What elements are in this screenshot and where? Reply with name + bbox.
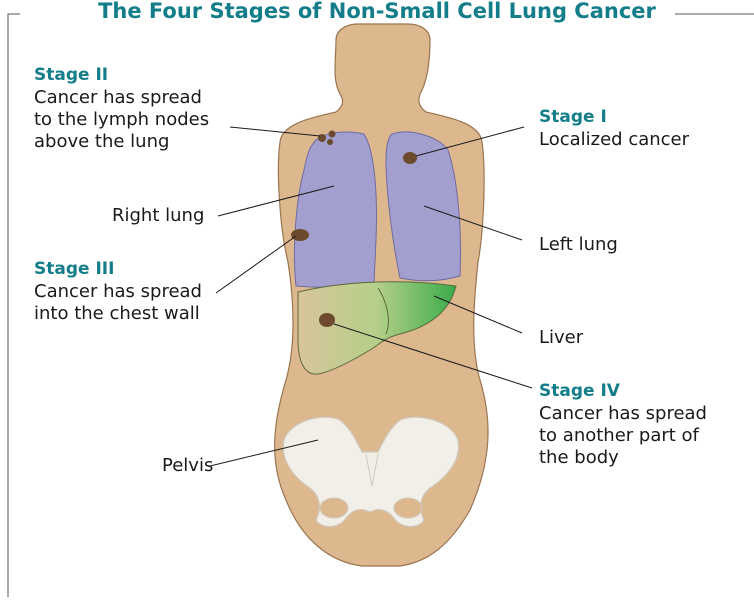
pelvis-right-foramen	[394, 498, 422, 518]
stage1-line1: Localized cancer	[539, 129, 689, 151]
tumor-stage2-a	[318, 134, 326, 142]
tumor-stage2-b	[329, 131, 336, 138]
leader-stage3	[216, 236, 296, 293]
stage4-heading: Stage IV	[539, 380, 620, 402]
stage2-heading: Stage II	[34, 64, 108, 86]
stage3-heading: Stage III	[34, 258, 114, 280]
diagram-title: The Four Stages of Non-Small Cell Lung C…	[0, 0, 754, 28]
right-lung-label: Right lung	[112, 205, 204, 227]
tumor-stage3	[291, 229, 309, 241]
tumor-stage2-c	[327, 139, 333, 145]
pelvis-label: Pelvis	[162, 455, 213, 477]
stage3-line1: Cancer has spread	[34, 281, 202, 303]
stage2-line1: Cancer has spread	[34, 87, 202, 109]
stage4-line1: Cancer has spread	[539, 403, 707, 425]
stage1-heading: Stage I	[539, 106, 607, 128]
tumor-stage1	[403, 152, 417, 164]
stage4-line2: to another part of	[539, 425, 699, 447]
left-lung-label: Left lung	[539, 234, 618, 256]
pelvis-left-foramen	[320, 498, 348, 518]
liver-label: Liver	[539, 327, 583, 349]
frame-border-left	[8, 14, 20, 597]
stage4-line3: the body	[539, 447, 619, 469]
stage2-line3: above the lung	[34, 131, 169, 153]
stage3-line2: into the chest wall	[34, 303, 200, 325]
stage2-line2: to the lymph nodes	[34, 109, 209, 131]
tumor-stage4	[319, 313, 335, 327]
